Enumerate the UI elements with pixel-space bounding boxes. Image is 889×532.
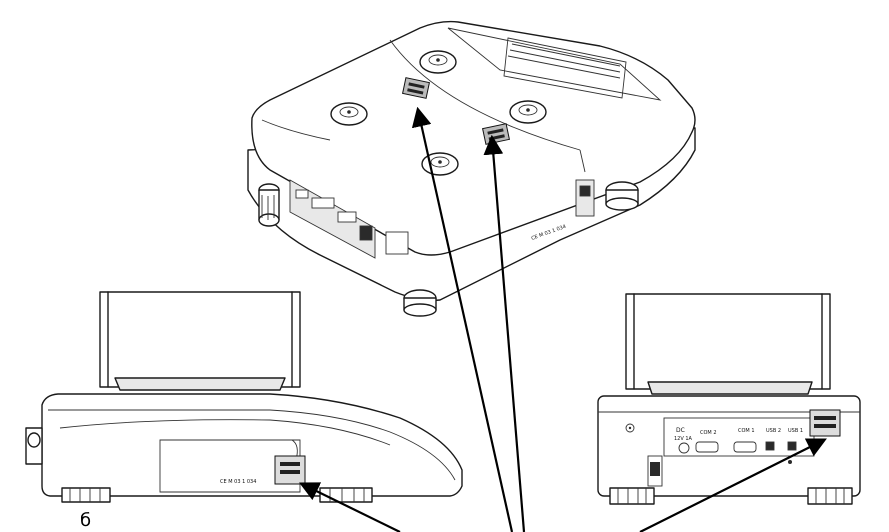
arrow-rear-seal bbox=[639, 438, 827, 532]
top-leveling-knob bbox=[258, 183, 280, 227]
plate-foot-3 bbox=[509, 100, 547, 124]
dc-sub-label: 12V 1A bbox=[674, 436, 693, 442]
arrow-top-seal-1 bbox=[411, 106, 514, 532]
rear-view-balance: DC 12V 1A COM 2 COM 1 USB 2 USB 1 bbox=[597, 293, 861, 505]
usb1-port bbox=[787, 441, 797, 451]
usb2-port bbox=[765, 441, 775, 451]
rear-foot-left bbox=[609, 487, 655, 505]
arrow-side-seal bbox=[299, 482, 401, 532]
plate-foot-1 bbox=[419, 50, 457, 74]
top-view-balance: CE M 03 1 034 bbox=[247, 20, 696, 317]
plate-foot-2 bbox=[330, 102, 368, 126]
usb2-label: USB 2 bbox=[766, 428, 781, 434]
com2-port bbox=[695, 441, 719, 453]
rear-seal bbox=[809, 409, 841, 437]
top-foot-right bbox=[605, 181, 639, 211]
rear-foot-right bbox=[807, 487, 853, 505]
com1-label: COM 1 bbox=[738, 428, 755, 434]
dc-port bbox=[678, 442, 690, 454]
com1-port bbox=[733, 441, 757, 453]
side-marking: CE M 03 1 034 bbox=[220, 479, 256, 485]
usb1-label: USB 1 bbox=[788, 428, 803, 434]
com2-label: COM 2 bbox=[700, 430, 717, 436]
side-seal bbox=[274, 455, 306, 485]
figure-letter: б bbox=[80, 510, 92, 531]
dc-label: DC bbox=[676, 427, 685, 434]
pointer-arrows bbox=[299, 106, 827, 532]
side-foot-left bbox=[61, 487, 111, 503]
arrow-top-seal-2 bbox=[483, 134, 526, 532]
side-view-balance: CE M 03 1 034 bbox=[25, 291, 463, 503]
side-foot-right bbox=[319, 487, 373, 503]
top-seal-1 bbox=[402, 77, 430, 99]
top-foot-bottom bbox=[403, 289, 437, 317]
